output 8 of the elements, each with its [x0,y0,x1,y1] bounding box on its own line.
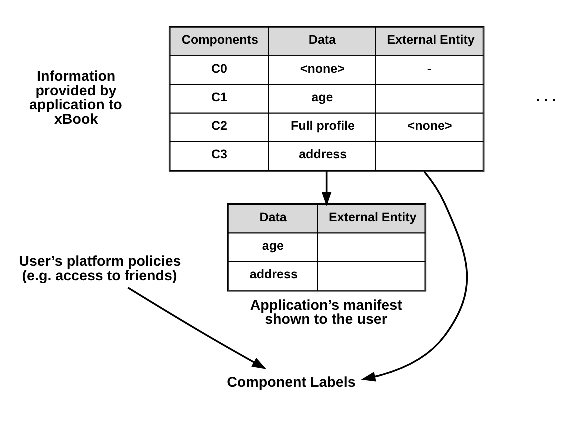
node-text: Component Labels [227,374,356,391]
node-text: User’s platform policies (e.g. access to friends) [19,254,182,284]
arrow [128,287,267,370]
label: . . . [536,90,556,106]
arrow [361,171,468,382]
node-label: Application’s manifest shown to the user [250,298,402,328]
label: Information provided by application to xBook [29,68,122,128]
arrow [322,172,332,206]
